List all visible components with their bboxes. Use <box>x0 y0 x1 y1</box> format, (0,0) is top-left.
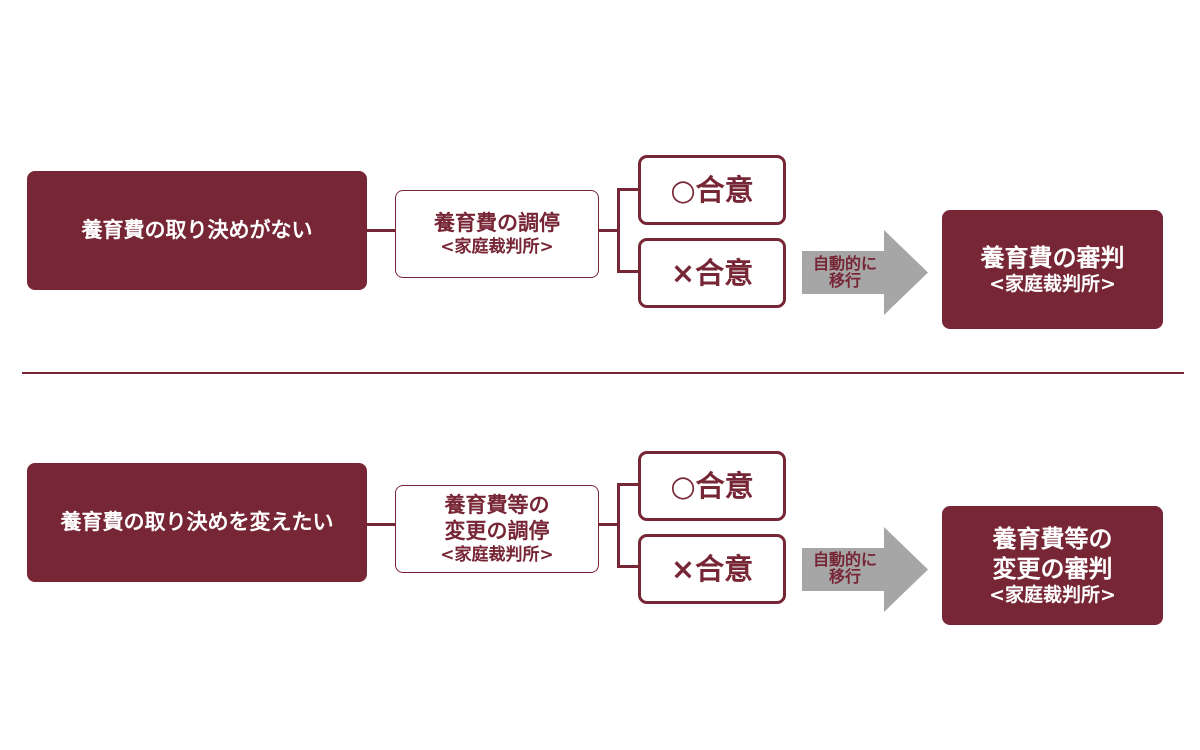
start-label: 養育費の取り決めがない <box>81 218 313 243</box>
auto-transition-label: 自動的に 移行 <box>803 254 887 290</box>
auto-transition-line1: 自動的に <box>812 550 877 569</box>
agreement-no-box: ×合意 <box>638 238 786 308</box>
agreement-yes-label: ○合意 <box>670 468 754 503</box>
mediation-title: 養育費の調停 <box>434 211 560 236</box>
mediation-box-change: 養育費等の 変更の調停 <家庭裁判所> <box>395 485 599 573</box>
connector-branch-vertical <box>617 483 620 568</box>
connector-mediation-stub <box>599 229 619 232</box>
connector-branch-to-yes <box>617 483 639 486</box>
start-box-no-agreement: 養育費の取り決めがない <box>27 171 367 290</box>
connector-start-to-mediation <box>367 229 395 232</box>
agreement-yes-box: ○合意 <box>638 155 786 225</box>
connector-mediation-stub <box>599 523 619 526</box>
result-box-trial: 養育費の審判 <家庭裁判所> <box>942 210 1163 329</box>
connector-branch-vertical <box>617 188 620 273</box>
result-court: <家庭裁判所> <box>989 272 1116 295</box>
connector-start-to-mediation <box>367 523 395 526</box>
connector-branch-to-no <box>617 565 639 568</box>
mediation-title-line1: 養育費等の <box>444 493 550 518</box>
mediation-box-support: 養育費の調停 <家庭裁判所> <box>395 190 599 278</box>
auto-transition-line2: 移行 <box>828 566 861 586</box>
agreement-no-box: ×合意 <box>638 534 786 604</box>
agreement-yes-box: ○合意 <box>638 451 786 521</box>
auto-transition-label: 自動的に 移行 <box>803 550 887 586</box>
result-title-line1: 養育費等の <box>992 524 1113 553</box>
auto-transition-line2: 移行 <box>828 270 861 290</box>
auto-transition-line1: 自動的に <box>812 254 877 273</box>
mediation-court: <家庭裁判所> <box>440 236 554 257</box>
mediation-court: <家庭裁判所> <box>440 544 554 565</box>
connector-branch-to-yes <box>617 188 639 191</box>
connector-branch-to-no <box>617 270 639 273</box>
start-box-change-agreement: 養育費の取り決めを変えたい <box>27 463 367 582</box>
agreement-no-label: ×合意 <box>670 255 754 290</box>
start-label: 養育費の取り決めを変えたい <box>60 510 334 535</box>
section-divider <box>22 372 1184 374</box>
agreement-yes-label: ○合意 <box>670 172 754 207</box>
result-box-change-trial: 養育費等の 変更の審判 <家庭裁判所> <box>942 506 1163 625</box>
agreement-no-label: ×合意 <box>670 551 754 586</box>
auto-transition-arrow <box>802 230 928 315</box>
result-title-line2: 変更の審判 <box>992 554 1113 583</box>
result-title: 養育費の審判 <box>980 243 1125 272</box>
mediation-title-line2: 変更の調停 <box>444 519 550 544</box>
auto-transition-arrow <box>802 527 928 612</box>
result-court: <家庭裁判所> <box>989 583 1116 606</box>
